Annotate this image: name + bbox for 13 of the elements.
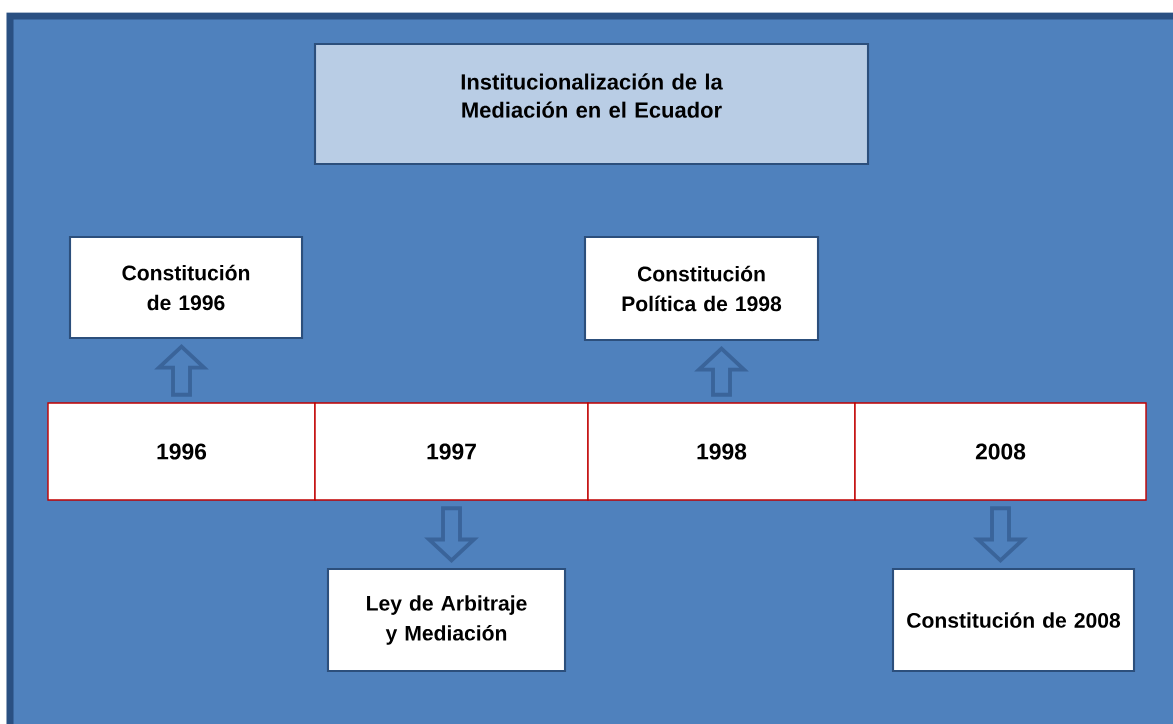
event-box: Constitución de 1996 [68, 235, 304, 340]
block-arrow [154, 343, 209, 397]
block-arrow [973, 506, 1028, 564]
timeline-cell: 1996 [47, 402, 316, 501]
timeline-cell: 1997 [314, 402, 589, 501]
timeline-cell: 1998 [587, 402, 856, 501]
event-box: Constitución de 2008 [891, 567, 1136, 673]
event-box: Constitución Política de 1998 [583, 235, 820, 342]
block-arrow [424, 506, 479, 564]
title-box: Institucionalización de la Mediación en el Ecuador [313, 43, 870, 166]
timeline-cell: 2008 [854, 402, 1147, 501]
block-arrow [694, 345, 749, 397]
event-box: Ley de Arbitraje y Mediación [326, 567, 567, 673]
